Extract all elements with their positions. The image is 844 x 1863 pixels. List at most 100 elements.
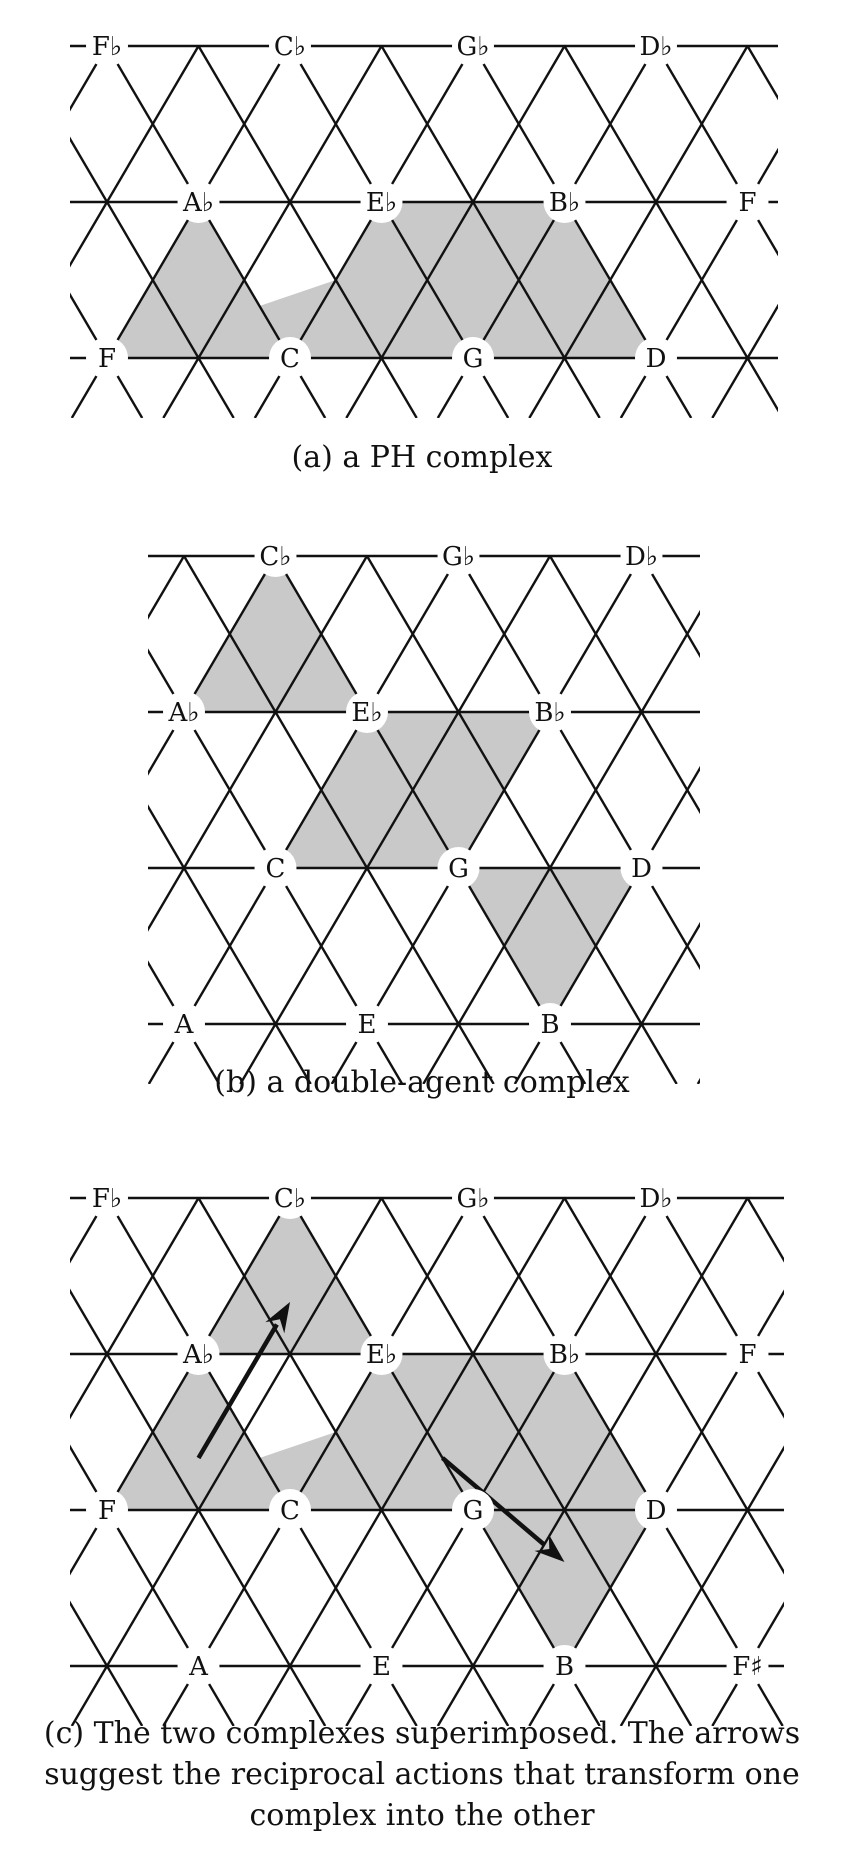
note-label: C	[266, 854, 286, 884]
lattice-diagonal-line	[0, 556, 1, 1084]
lattice-diagonal-line	[197, 1197, 510, 1726]
lattice-diagonal-line	[804, 46, 844, 418]
note-node-disc	[726, 1645, 769, 1687]
lattice-diagonal-line	[148, 555, 460, 1084]
note-label: F	[98, 344, 116, 374]
lattice-diagonal-line	[148, 960, 221, 1084]
caption-a: (a) a PH complex	[291, 440, 553, 475]
arrow-head	[265, 1302, 290, 1334]
lattice-diagonal-line	[605, 921, 700, 1084]
lattice-lines	[0, 554, 844, 1084]
note-label: C	[280, 344, 300, 374]
lattice-diagonal-line	[789, 556, 844, 1084]
note-node-disc	[360, 1333, 403, 1375]
note-label: B	[540, 1010, 559, 1040]
note-label: G♭	[456, 1184, 489, 1214]
note-node-disc	[360, 1645, 403, 1687]
note-label: D	[631, 854, 652, 884]
note-node-disc	[254, 847, 297, 889]
lattice-diagonal-line	[70, 1197, 292, 1576]
note-node-disc	[163, 691, 205, 733]
lattice-diagonal-line	[804, 1198, 844, 1726]
arrow-shaft	[196, 1323, 279, 1460]
lattice-diagonal-line	[70, 1197, 383, 1726]
note-node-disc	[543, 1333, 586, 1375]
lattice-diagonal-line	[746, 45, 778, 101]
lattice-diagonal-line	[563, 1197, 784, 1575]
lattice-diagonal-line	[197, 45, 418, 418]
note-label: E♭	[351, 698, 382, 728]
note-label: B♭	[549, 1340, 580, 1370]
note-node-disc	[452, 1177, 494, 1219]
note-label: D♭	[639, 32, 672, 62]
lattice-diagonal-line	[182, 555, 495, 1084]
lattice-diagonal-line	[0, 1198, 16, 1726]
note-label: A	[188, 1652, 209, 1682]
note-label: E	[358, 1010, 377, 1040]
lattice-diagonal-line	[345, 1197, 658, 1726]
shaded-triad	[184, 556, 367, 712]
lattice-diagonal-line	[70, 1600, 144, 1726]
note-node-disc	[452, 337, 494, 379]
note-node-disc	[635, 25, 677, 67]
note-label: G♭	[442, 542, 475, 572]
shaded-triad	[473, 1510, 656, 1666]
lattice-diagonal-line	[563, 45, 778, 413]
lattice-diagonal-line	[345, 45, 566, 418]
lattice-diagonal-line	[70, 45, 109, 112]
lattice-diagonal-line	[746, 1197, 784, 1263]
note-node-disc	[529, 691, 571, 733]
note-node-disc	[254, 535, 297, 577]
lattice-diagonal-line	[70, 1197, 200, 1420]
caption-b: (b) a double-agent complex	[214, 1065, 630, 1100]
note-label: C♭	[274, 32, 306, 62]
lattice-diagonal-line	[711, 303, 778, 418]
lattice-diagonal-line	[380, 1197, 693, 1726]
note-label: C♭	[259, 542, 291, 572]
note-node-disc	[346, 691, 388, 733]
note-label: F♭	[92, 32, 122, 62]
note-node-disc	[529, 1003, 571, 1045]
note-node-disc	[620, 535, 663, 577]
lattice-diagonal-line	[711, 1601, 784, 1726]
lattice-diagonal-line	[619, 1445, 784, 1726]
lattice-diagonal-line	[105, 1197, 418, 1726]
note-node-disc	[452, 1489, 494, 1531]
lattice-diagonal-line	[70, 1288, 327, 1726]
note-label: B	[555, 1652, 574, 1682]
note-node-disc	[346, 1003, 388, 1045]
lattice-diagonal-line	[696, 1077, 700, 1084]
transform-arrows	[196, 1302, 565, 1562]
shaded-triad	[198, 1198, 382, 1354]
note-label: D	[646, 344, 667, 374]
lattice-diagonal-line	[528, 45, 749, 418]
note-label: G♭	[456, 32, 489, 62]
note-label: E♭	[366, 1340, 397, 1370]
lattice-diagonal-line	[162, 1197, 475, 1726]
lattice-diagonal-line	[148, 804, 312, 1084]
note-node-disc	[726, 1333, 769, 1375]
note-node-disc	[635, 1489, 677, 1531]
lattice-diagonal-line	[162, 45, 383, 418]
note-label: F♯	[732, 1652, 763, 1682]
note-node-disc	[86, 1489, 128, 1531]
lattice-diagonal-line	[548, 555, 700, 815]
lattice-diagonal-line	[654, 45, 778, 257]
lattice-diagonal-line	[380, 45, 601, 418]
arrow-shaft	[441, 1456, 547, 1547]
lattice-diagonal-line	[239, 555, 552, 1084]
shaded-triad	[107, 1354, 656, 1510]
note-node-disc	[620, 847, 663, 889]
lattice-diagonal-line	[436, 1197, 749, 1726]
note-node-disc	[269, 1177, 311, 1219]
lattice-diagonal-line	[839, 46, 844, 418]
note-label: A♭	[182, 188, 214, 218]
lattice-diagonal-line	[148, 555, 277, 776]
